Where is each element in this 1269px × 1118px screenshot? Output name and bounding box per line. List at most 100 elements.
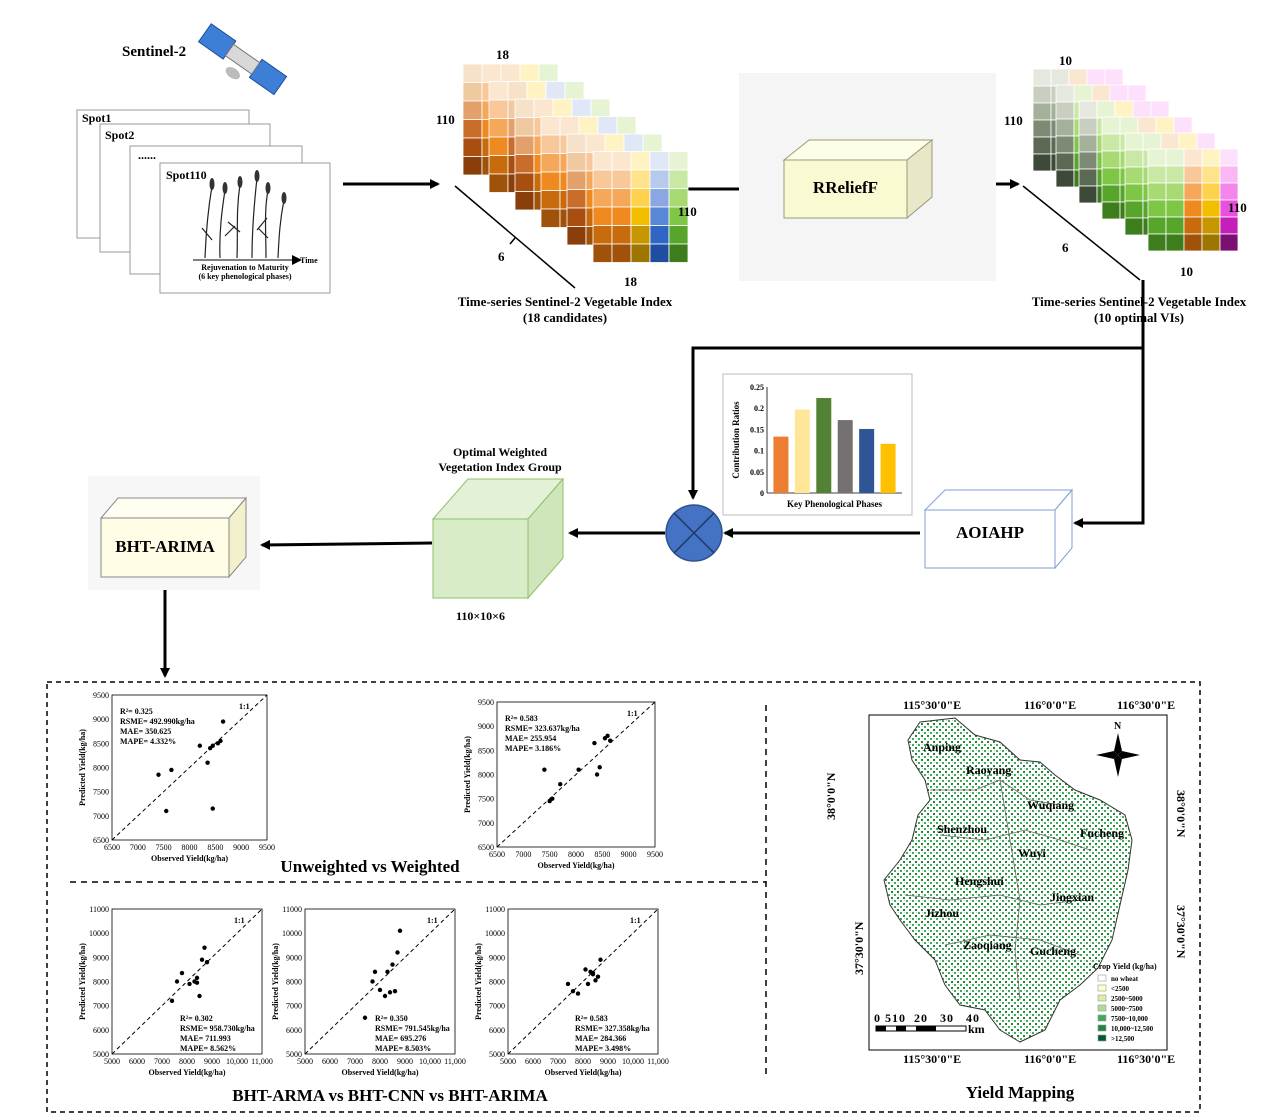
map-bottom-coord-2: 116°0'0"E [1024, 1052, 1077, 1066]
cube-cell [540, 134, 561, 154]
arrow-group-to-bht [260, 539, 433, 550]
bht-box [99, 496, 248, 579]
cube-cell [566, 189, 587, 209]
x-tick: 10,000 [622, 1057, 644, 1066]
north-label: N [1114, 721, 1122, 732]
data-point [605, 733, 610, 739]
legend-label: 10,000~12,500 [1111, 1025, 1154, 1033]
cube-cell [668, 151, 689, 171]
y-tick: 8000 [286, 978, 302, 987]
data-point [542, 767, 547, 772]
map-right-coord-2: 37°30'0"N [1174, 905, 1188, 959]
stat-line: MAPE= 3.186% [505, 744, 561, 753]
cube-cell [500, 63, 521, 83]
cube-cell [545, 81, 566, 101]
cube10-dim-left: 110 [1004, 113, 1023, 128]
x-tick: 11,000 [647, 1057, 669, 1066]
x-axis-label: Observed Yield(kg/ha) [538, 861, 615, 870]
cube10-dim-bottom: 10 [1180, 264, 1193, 279]
y-tick: 5000 [286, 1050, 302, 1059]
data-point [387, 990, 393, 995]
cube-cell [1219, 182, 1239, 201]
x-tick: 6000 [129, 1057, 145, 1066]
line-label: 1:1 [427, 916, 438, 925]
cube-cell [592, 225, 613, 245]
cube-cell [1178, 132, 1198, 151]
map-top-coord-1: 115°30'0"E [903, 698, 962, 712]
legend-swatch [1097, 1034, 1107, 1042]
cube-cell [1101, 116, 1121, 135]
time-label: Time [300, 256, 318, 265]
bar-y-tick: 0.25 [750, 383, 764, 392]
stat-line: RSME= 958.730kg/ha [180, 1024, 255, 1033]
cube18-dim-depth: 6 [498, 249, 505, 264]
data-point [174, 979, 180, 984]
cube-cell [1032, 85, 1052, 104]
cube18-dim-top: 18 [496, 47, 509, 62]
y-tick: 9500 [478, 698, 494, 707]
data-point [194, 980, 200, 985]
x-tick: 8000 [372, 1057, 388, 1066]
data-point [390, 962, 395, 967]
cube-cell [552, 98, 573, 118]
cube-cell [514, 172, 535, 192]
stat-line: MAE= 350.625 [120, 727, 171, 736]
data-point [392, 988, 398, 994]
bar [794, 409, 810, 493]
cube-cell [1109, 84, 1129, 103]
map-right-coord-1: 38°0'0"N [1174, 790, 1188, 838]
data-point [204, 959, 210, 965]
cube-cell [571, 98, 592, 118]
cube-cell [566, 207, 587, 227]
y-tick: 7000 [286, 1002, 302, 1011]
cube-cell [1147, 148, 1167, 167]
bht-label: BHT-ARIMA [115, 537, 215, 556]
cube-cell [1078, 185, 1098, 204]
data-point [592, 740, 597, 746]
cube-cell [488, 81, 509, 101]
x-tick: 7000 [515, 850, 531, 859]
data-point [199, 957, 205, 962]
data-point [372, 969, 378, 975]
cube-cell [526, 81, 547, 101]
rrelieff-label: RReliefF [812, 178, 879, 197]
cube-cell [616, 116, 637, 136]
cube-cell [559, 116, 580, 136]
legend-swatch [1097, 1014, 1107, 1022]
legend-label: <2500 [1111, 985, 1129, 993]
cube-cell [611, 169, 632, 189]
cube-cell [1073, 84, 1093, 103]
cube-cell [668, 225, 689, 245]
cube-cell [668, 243, 689, 263]
x-tick: 9500 [259, 843, 275, 852]
cube-cell [566, 170, 587, 190]
y-tick: 8000 [478, 771, 494, 780]
cube-cell [1142, 132, 1162, 151]
bar-y-tick: 0.1 [754, 447, 764, 456]
place-zaoqiang: Zaoqiang [963, 938, 1012, 952]
cube-cell [1137, 116, 1157, 135]
x-tick: 9000 [600, 1057, 616, 1066]
map-bottom-coord-1: 115°30'0"E [903, 1052, 962, 1066]
cube-cell [1032, 153, 1052, 172]
data-point [197, 993, 202, 999]
data-point [362, 1015, 368, 1020]
data-point [558, 781, 563, 787]
cube-cell [1219, 148, 1239, 167]
cube-cell [1101, 133, 1121, 152]
cube-cell [1147, 182, 1167, 201]
stat-line: RSME= 791.545kg/ha [375, 1024, 450, 1033]
x-tick: 8500 [594, 850, 610, 859]
north-arrow-icon [1096, 733, 1140, 777]
cube-cell [1219, 165, 1239, 184]
y-tick: 9000 [286, 953, 302, 962]
y-tick: 10000 [282, 929, 302, 938]
line-label: 1:1 [239, 702, 250, 711]
cube-cell [1173, 116, 1193, 135]
cube-cell [540, 208, 561, 228]
place-jingxian: Jingxian [1050, 890, 1095, 904]
results-frame [46, 681, 1201, 1113]
